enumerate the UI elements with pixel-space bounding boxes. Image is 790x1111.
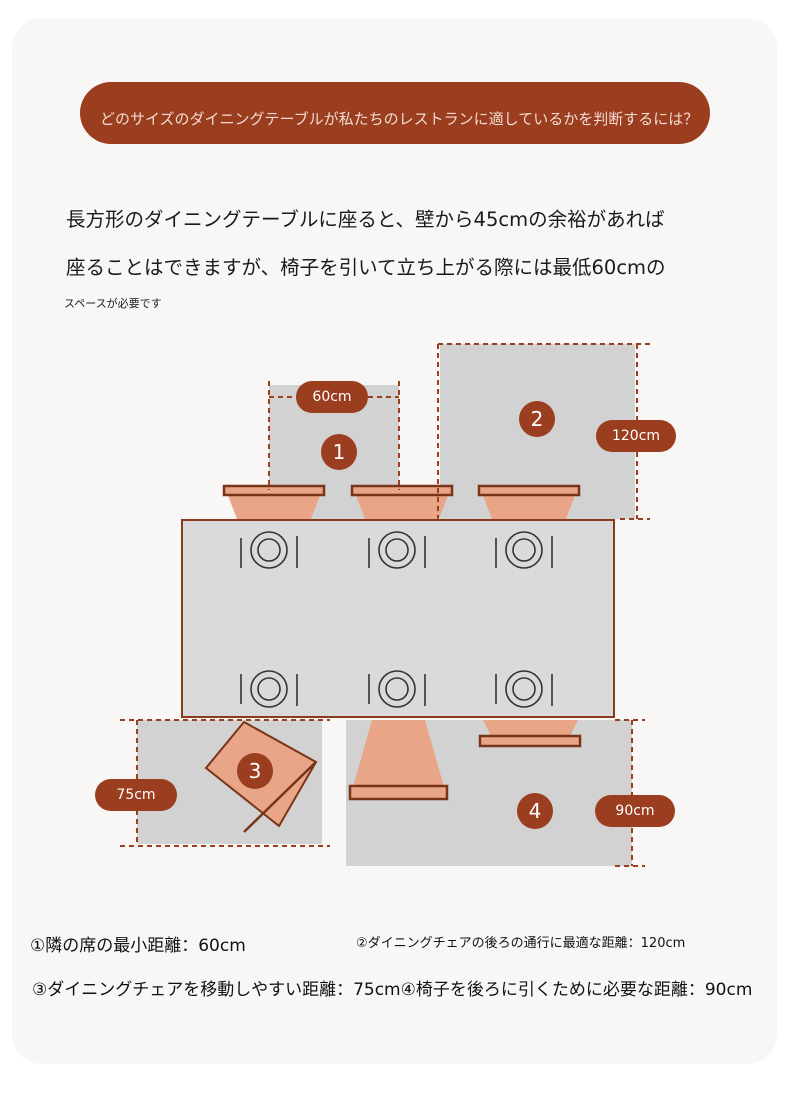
- dimension-label-75cm: 75cm: [95, 779, 177, 811]
- chair-pulled-back: [348, 720, 449, 801]
- place-setting-bottom-2: [368, 670, 426, 708]
- chair-top-3: [477, 484, 581, 519]
- place-setting-bottom-1: [240, 670, 298, 708]
- place-setting-top-3: [495, 531, 553, 569]
- title-banner: どのサイズのダイニングテーブルが私たちのレストランに適しているかを判断するには？: [80, 82, 710, 144]
- place-setting-bottom-3: [495, 670, 553, 708]
- intro-line-2: 座ることはできますが、椅子を引いて立ち上がる際には最低60cmの: [66, 256, 666, 279]
- marker-4: 4: [517, 793, 553, 829]
- marker-3: 3: [237, 753, 273, 789]
- intro-line-1: 長方形のダイニングテーブルに座ると、壁から45cmの余裕があれば: [66, 208, 665, 231]
- dimension-line-120cm: [437, 343, 650, 520]
- place-setting-top-2: [368, 531, 426, 569]
- dimension-label-60cm: 60cm: [296, 381, 368, 413]
- chair-top-1: [222, 484, 326, 519]
- chair-top-2: [350, 484, 454, 519]
- chair-bottom-tucked: [478, 720, 582, 748]
- banner-title: どのサイズのダイニングテーブルが私たちのレストランに適しているかを判断するには？: [100, 110, 699, 128]
- dimension-line-90cm: [615, 719, 645, 867]
- dimension-label-90cm: 90cm: [595, 795, 675, 827]
- marker-1: 1: [321, 434, 357, 470]
- marker-2: 2: [519, 401, 555, 437]
- legend-item-1: ①隣の席の最小距離：60cm: [30, 936, 246, 956]
- dimension-label-120cm: 120cm: [596, 420, 676, 452]
- place-setting-top-1: [240, 531, 298, 569]
- legend-item-2: ②ダイニングチェアの後ろの通行に最適な距離：120cm: [356, 936, 686, 951]
- intro-line-3: スペースが必要です: [64, 297, 162, 310]
- legend-item-3: ③ダイニングチェアを移動しやすい距離：75cm④椅子を後ろに引くために必要な距離…: [32, 980, 753, 1000]
